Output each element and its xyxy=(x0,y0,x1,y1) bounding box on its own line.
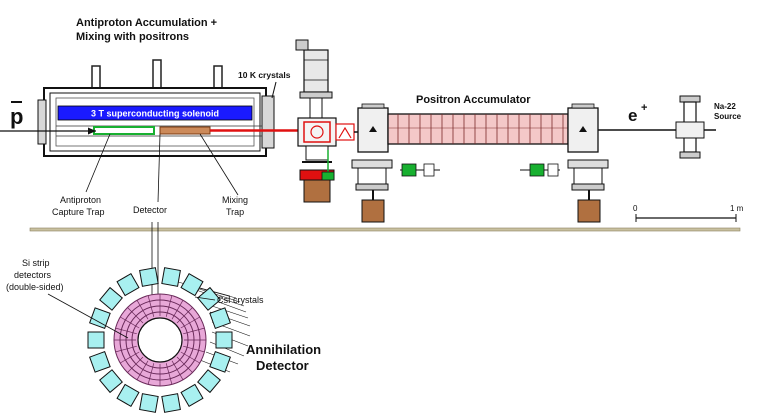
accumulator-right-stand xyxy=(567,159,609,223)
si-strip-segment xyxy=(147,295,155,317)
csi-crystal xyxy=(161,267,181,287)
csi-crystal xyxy=(87,331,105,349)
na22-label-line-2: Source xyxy=(714,112,742,121)
csi-crystal xyxy=(197,369,221,394)
crystals-10k-label: 10 K crystals xyxy=(238,70,291,80)
si-strip-segment xyxy=(176,307,193,324)
csi-crystal xyxy=(180,383,204,408)
csi-crystal xyxy=(89,307,111,329)
si-strip-segment xyxy=(180,316,200,329)
si-strip-segment xyxy=(127,307,144,324)
positron-accumulator-label: Positron Accumulator xyxy=(416,94,531,106)
csi-crystal-ring xyxy=(87,267,233,413)
si-strip-segment xyxy=(171,300,184,320)
floor-line xyxy=(29,227,741,232)
accumulator-pumps xyxy=(400,163,560,177)
si-strip-segment xyxy=(127,356,144,373)
cold-head xyxy=(295,39,333,119)
capture-trap-label-line-1: Antiproton xyxy=(60,195,101,205)
title-line-2: Mixing with positrons xyxy=(76,31,189,43)
annihilation-detector xyxy=(87,267,251,413)
annihilation-label-line-2: Detector xyxy=(256,358,309,373)
antiproton-symbol: p xyxy=(10,104,23,129)
csi-crystal xyxy=(215,331,233,349)
mixing-trap xyxy=(159,126,211,135)
mixing-trap-leader xyxy=(199,133,239,196)
csi-crystal xyxy=(116,272,140,297)
si-strip-segment xyxy=(136,360,149,380)
si-strip-layers xyxy=(113,293,207,387)
si-strip-segment xyxy=(183,345,205,353)
si-strip-segment xyxy=(176,356,193,373)
si-strip-label-line-1: Si strip xyxy=(22,258,50,268)
positron-superscript: + xyxy=(641,102,647,114)
detector-label: Detector xyxy=(133,205,167,215)
csi-label: CsI crystals xyxy=(217,295,264,305)
scale-zero: 0 xyxy=(633,204,638,213)
na22-source xyxy=(675,95,716,159)
positron-symbol: e xyxy=(628,106,637,125)
si-strip-segment xyxy=(180,351,200,364)
accumulator-left-cross xyxy=(357,103,389,153)
si-strip-segment xyxy=(120,351,140,364)
csi-crystal xyxy=(139,393,159,413)
na22-label-line-1: Na-22 xyxy=(714,102,736,111)
mixing-trap-label-line-2: Trap xyxy=(226,207,244,217)
si-strip-segment xyxy=(165,295,173,317)
csi-crystal xyxy=(161,393,181,413)
si-strip-segment xyxy=(171,360,184,380)
csi-crystal xyxy=(99,369,123,394)
si-strip-segment xyxy=(115,327,137,335)
accumulator-right-cross xyxy=(567,103,599,153)
title-line-1: Antiproton Accumulation + xyxy=(76,17,217,29)
si-strip-label-line-3: (double-sided) xyxy=(6,282,64,292)
solenoid-band xyxy=(57,105,253,121)
si-strip-label-line-2: detectors xyxy=(14,270,52,280)
si-strip-segment xyxy=(165,363,173,385)
csi-crystal xyxy=(116,383,140,408)
solenoid-cryostat xyxy=(37,59,275,157)
si-strip-segment xyxy=(115,345,137,353)
csi-crystal xyxy=(209,351,231,373)
si-strip-leader xyxy=(47,293,129,339)
accumulator-left-stand xyxy=(351,159,393,223)
accumulator-body xyxy=(387,113,569,145)
detector-bore xyxy=(137,317,183,363)
csi-crystal xyxy=(209,307,231,329)
scale-one-meter: 1 m xyxy=(730,204,744,213)
si-strip-segment xyxy=(136,300,149,320)
capture-trap-label-line-2: Capture Trap xyxy=(52,207,105,217)
detector-leader xyxy=(157,133,161,203)
solenoid-label: 3 T superconducting solenoid xyxy=(91,109,219,119)
capture-trap-leader xyxy=(85,133,111,193)
vacuum-cross xyxy=(297,117,362,203)
si-strip-segment xyxy=(147,363,155,385)
csi-crystal xyxy=(180,272,204,297)
crystals-10k-leader xyxy=(271,81,277,99)
csi-crystal xyxy=(89,351,111,373)
si-strip-segment xyxy=(120,316,140,329)
antiproton-arrowhead xyxy=(88,127,96,135)
mixing-trap-label-line-1: Mixing xyxy=(222,195,248,205)
csi-crystal xyxy=(139,267,159,287)
annihilation-label-line-1: Annihilation xyxy=(246,342,321,357)
csi-crystal xyxy=(99,286,123,311)
si-strip-segment xyxy=(183,327,205,335)
scale-bar xyxy=(635,214,737,222)
csi-leader xyxy=(194,296,216,301)
